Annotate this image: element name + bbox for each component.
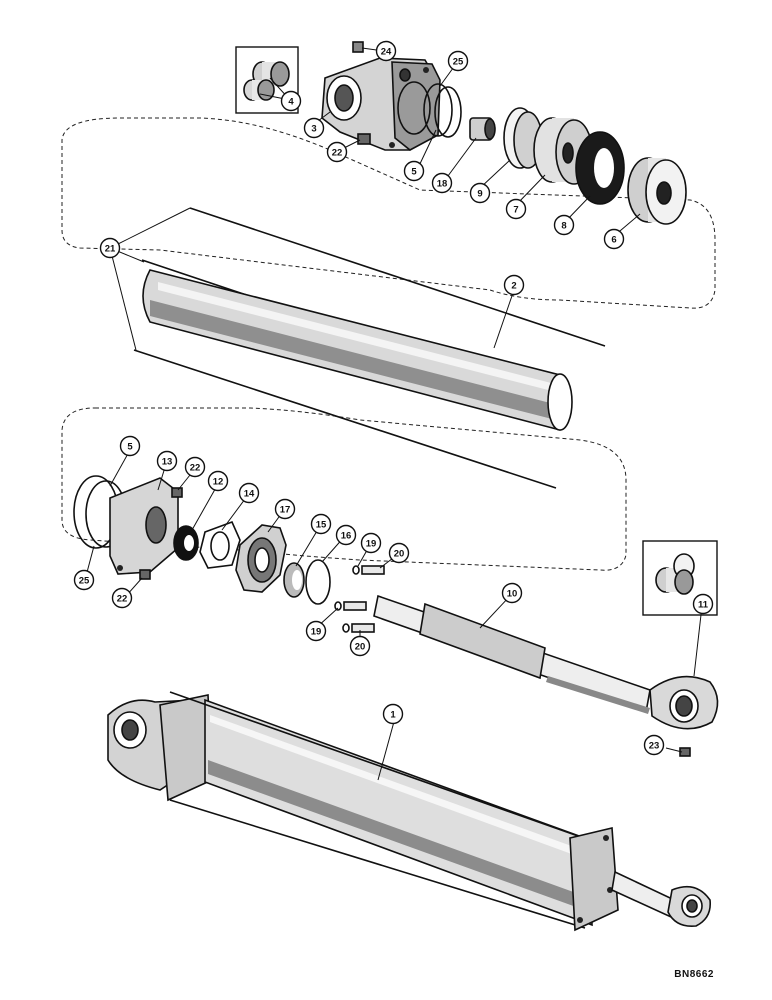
piston-half: [627, 157, 687, 225]
callout-9-label: 9: [477, 189, 482, 200]
callout-22-lower: 22: [111, 587, 133, 609]
callout-15-label: 15: [316, 520, 327, 531]
callout-11-label: 11: [698, 600, 709, 611]
callout-11: 11: [692, 593, 714, 615]
callout-12-label: 12: [213, 477, 224, 488]
o-ring-top: [423, 83, 453, 137]
callout-18: 18: [431, 172, 453, 194]
bolts-and-washers: [334, 565, 385, 633]
callout-14-label: 14: [244, 489, 255, 500]
callout-18-label: 18: [437, 179, 448, 190]
callout-5-top-label: 5: [411, 167, 417, 178]
callout-21: 21: [99, 237, 121, 259]
callout-4-label: 4: [288, 97, 294, 108]
callout-5-top: 5: [403, 160, 425, 182]
bushing-inset-box: [235, 46, 299, 114]
callout-25-rod-label: 25: [79, 576, 90, 587]
callout-19-lower-label: 19: [311, 627, 322, 638]
callout-22-rod: 22: [184, 456, 206, 478]
callout-5-rod-label: 5: [127, 442, 133, 453]
callout-22-lower-label: 22: [117, 594, 128, 605]
piston-rod: [373, 594, 651, 714]
callout-22-top-label: 22: [332, 148, 343, 159]
assembled-cylinder: [107, 691, 712, 932]
callout-14: 14: [238, 482, 260, 504]
gasket: [199, 520, 241, 569]
head-parts-dashed-outline: [61, 117, 716, 309]
callout-7: 7: [505, 198, 527, 220]
callout-19-lower: 19: [305, 620, 327, 642]
callout-2: 2: [503, 274, 525, 296]
rod-head-casting: [109, 477, 179, 575]
callout-9: 9: [469, 182, 491, 204]
piston-nut: [469, 117, 496, 141]
callout-20-lower: 20: [349, 635, 371, 657]
callout-4: 4: [280, 90, 302, 112]
callout-13: 13: [156, 450, 178, 472]
callout-20-upper: 20: [388, 542, 410, 564]
callout-3: 3: [303, 117, 325, 139]
callout-22-top: 22: [326, 141, 348, 163]
snap-ring: [305, 559, 331, 605]
callout-8: 8: [553, 214, 575, 236]
cylinder-head-casting: [321, 57, 441, 151]
plug-22-top: [357, 133, 371, 145]
piston-seal: [575, 131, 625, 205]
o-ring-top-inner: [434, 86, 462, 138]
callout-16: 16: [335, 524, 357, 546]
callout-10-label: 10: [507, 589, 518, 600]
piston: [533, 117, 593, 185]
callout-19-upper: 19: [360, 532, 382, 554]
wiper-ring: [283, 562, 305, 598]
callout-23-label: 23: [649, 741, 660, 752]
drawing-number: BN8662: [674, 969, 714, 980]
callout-5-rod: 5: [119, 435, 141, 457]
rod-seal: [173, 525, 199, 561]
callout-13-label: 13: [162, 457, 173, 468]
fitting-24: [352, 41, 364, 53]
callout-17-label: 17: [280, 505, 291, 516]
callout-8-label: 8: [561, 221, 566, 232]
rod-eye: [649, 675, 719, 730]
callout-24-label: 24: [381, 47, 392, 58]
callout-20-upper-label: 20: [394, 549, 405, 560]
callout-2-label: 2: [511, 281, 516, 292]
callout-21-label: 21: [105, 244, 116, 255]
callout-24: 24: [375, 40, 397, 62]
callout-20-lower-label: 20: [355, 642, 366, 653]
callout-6: 6: [603, 228, 625, 250]
callout-6-label: 6: [611, 235, 616, 246]
callout-23: 23: [643, 734, 665, 756]
callout-1: 1: [382, 703, 404, 725]
plug-22-rod: [139, 487, 183, 580]
callout-16-label: 16: [341, 531, 352, 542]
callout-10: 10: [501, 582, 523, 604]
callout-1-label: 1: [390, 710, 396, 721]
callout-17: 17: [274, 498, 296, 520]
callout-19-upper-label: 19: [366, 539, 377, 550]
callout-15: 15: [310, 513, 332, 535]
retainer-flange: [235, 524, 287, 593]
callout-12: 12: [207, 470, 229, 492]
callout-25-top-label: 25: [453, 57, 464, 68]
callout-7-label: 7: [513, 205, 518, 216]
callout-3-label: 3: [311, 124, 316, 135]
cylinder-tube: [142, 269, 573, 431]
callout-22-rod-label: 22: [190, 463, 201, 474]
callout-25-rod: 25: [73, 569, 95, 591]
callout-25-top: 25: [447, 50, 469, 72]
